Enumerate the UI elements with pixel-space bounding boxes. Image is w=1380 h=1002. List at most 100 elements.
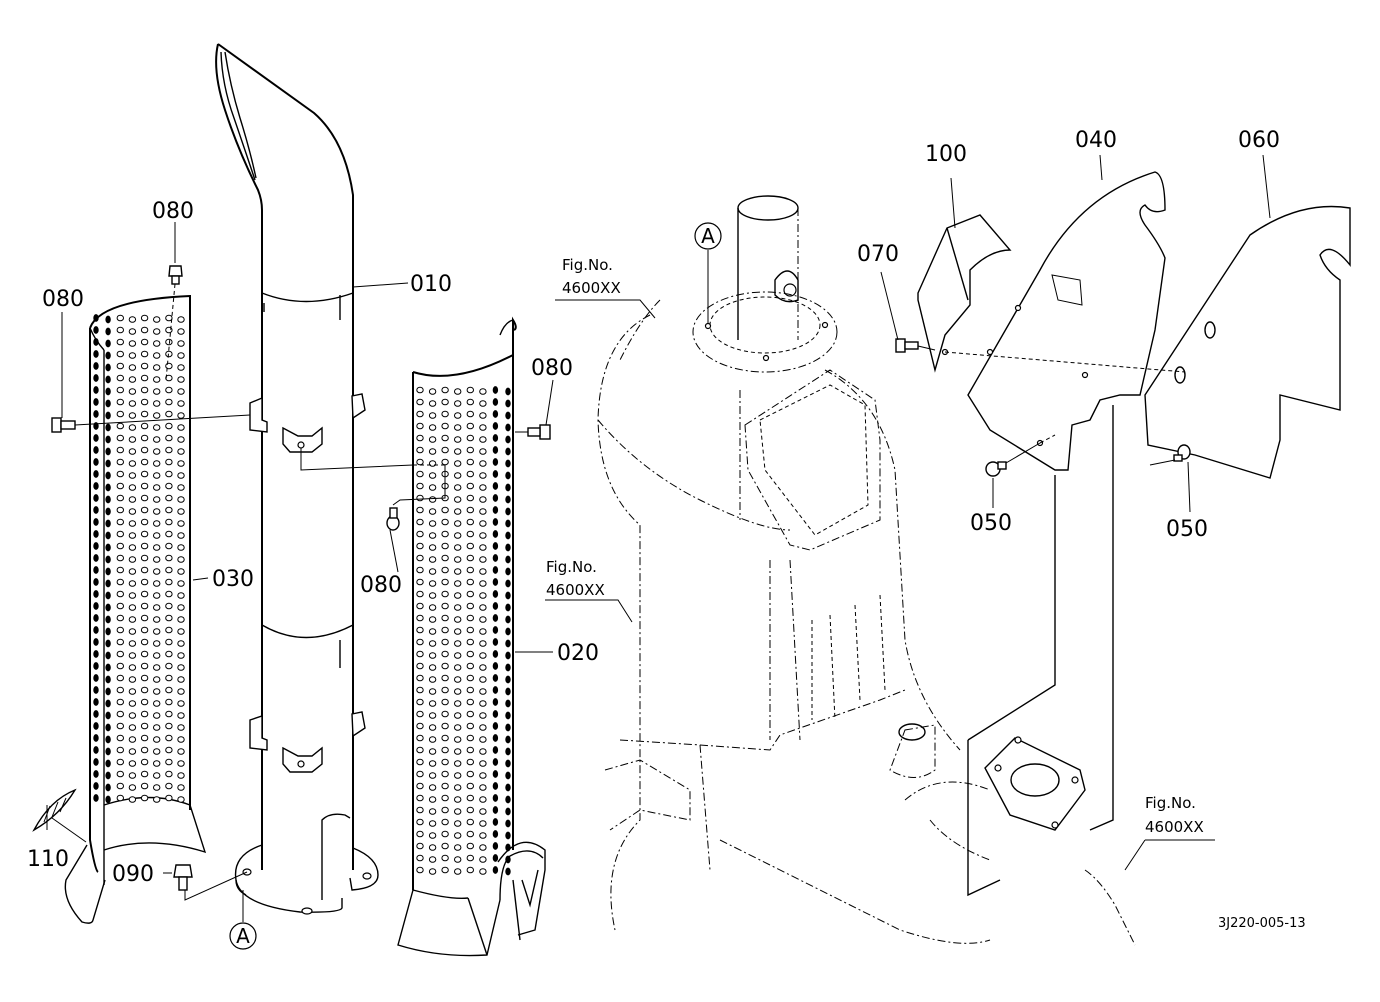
perforation-hole [428, 616, 437, 623]
perforation-hole [128, 376, 137, 383]
perforation-hole [140, 350, 149, 358]
callout-050-left: 050 [970, 511, 1012, 536]
perforation-hole [177, 448, 185, 455]
perforation-hole [441, 746, 449, 754]
perforation-hole [116, 722, 125, 730]
perforation-hole [177, 340, 185, 347]
perforation-hole [128, 784, 137, 791]
perforation-hole [116, 650, 125, 658]
perforation-hole [177, 436, 185, 443]
perforation-hole [177, 724, 185, 731]
perforation-hole [416, 710, 424, 718]
perforation-hole [441, 530, 449, 538]
callout-050-right: 050 [1166, 517, 1208, 542]
perforation-hole [454, 520, 462, 527]
perforation-hole [153, 592, 161, 599]
perforation-hole [428, 556, 437, 563]
callout-labels: 010 020 030 040 050 050 060 070 080 080 … [27, 128, 1280, 887]
perforation-hole [479, 448, 487, 455]
perforation-hole [505, 579, 511, 588]
perforation-hole [492, 842, 499, 850]
perforation-hole [441, 866, 449, 874]
perforation-hole [128, 328, 137, 335]
perforation-hole [416, 482, 424, 490]
perforation-hole [177, 424, 185, 431]
perforation-hole [128, 688, 137, 695]
perforation-hole [441, 602, 449, 610]
perforation-hole [428, 640, 437, 647]
perforation-hole [153, 352, 161, 359]
perforation-hole [116, 578, 125, 586]
perforation-hole [105, 543, 111, 552]
figure-reference-line1: Fig.No. [1145, 794, 1196, 812]
perforation-hole [128, 592, 137, 599]
perforation-hole [479, 712, 487, 719]
perforation-hole [153, 424, 161, 431]
callout-080-right: 080 [531, 356, 573, 381]
perforation-hole [153, 736, 161, 743]
perforation-hole [105, 687, 111, 696]
perforated-cover-020 [397, 316, 546, 957]
perforation-hole [479, 424, 487, 431]
perforation-hole [105, 735, 111, 744]
perforation-hole [505, 651, 511, 660]
perforation-hole [479, 460, 487, 467]
perforation-hole [140, 518, 149, 526]
perforation-hole [492, 638, 499, 646]
perforation-hole [140, 422, 149, 430]
perforation-hole [116, 698, 125, 706]
perforation-hole [416, 386, 424, 394]
perforation-hole [140, 314, 149, 322]
perforation-hole [93, 410, 99, 418]
perforation-hole [416, 458, 424, 466]
perforation-hole [505, 795, 511, 804]
perforation-hole [454, 496, 462, 503]
perforation-hole [416, 722, 424, 730]
perforation-hole [466, 566, 474, 574]
perforation-hole [153, 436, 161, 443]
perforation-hole [428, 784, 437, 791]
perforation-hole [177, 580, 185, 587]
perforation-hole [105, 459, 111, 468]
perforation-hole [466, 758, 474, 766]
perforation-hole [165, 746, 173, 754]
perforation-hole [492, 650, 499, 658]
perforation-hole [140, 482, 149, 490]
perforation-hole [140, 602, 149, 610]
perforation-hole [505, 531, 511, 540]
perforation-hole [466, 626, 474, 634]
perforation-hole [466, 638, 474, 646]
perforation-hole [165, 590, 173, 598]
perforation-hole [479, 388, 487, 395]
perforation-hole [428, 508, 437, 515]
perforation-hole [153, 532, 161, 539]
perforation-hole [441, 554, 449, 562]
perforation-hole [177, 796, 185, 803]
perforation-hole [466, 806, 474, 814]
perforation-hole [492, 542, 499, 550]
perforation-hole [165, 566, 173, 574]
perforation-hole [165, 494, 173, 502]
perforation-hole [105, 651, 111, 660]
perforation-hole [153, 652, 161, 659]
perforation-hole [128, 424, 137, 431]
perforation-hole [454, 400, 462, 407]
perforation-hole [416, 758, 424, 766]
perforation-hole [505, 483, 511, 492]
perforation-hole [140, 698, 149, 706]
perforation-hole [128, 652, 137, 659]
perforation-hole [416, 602, 424, 610]
perforation-hole [140, 566, 149, 574]
perforation-hole [128, 712, 137, 719]
perforation-hole [492, 830, 499, 838]
perforation-hole [492, 602, 499, 610]
perforation-hole [116, 314, 125, 322]
perforation-hole [153, 376, 161, 383]
perforation-hole [492, 590, 499, 598]
perforation-hole [153, 484, 161, 491]
perforation-hole [428, 400, 437, 407]
perforation-hole [140, 770, 149, 778]
perforation-hole [128, 736, 137, 743]
perforation-hole [416, 614, 424, 622]
perforation-hole [93, 590, 99, 598]
